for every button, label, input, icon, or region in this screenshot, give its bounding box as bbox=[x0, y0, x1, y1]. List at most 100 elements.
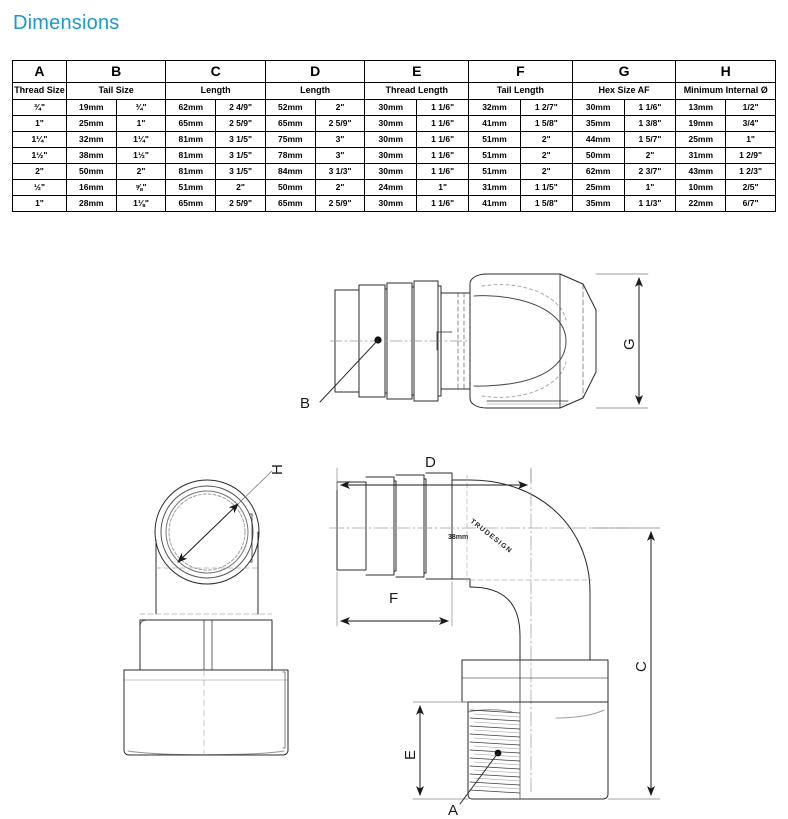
col-letter-g: G bbox=[571, 60, 677, 83]
table-cell-f_in: 1 1/5" bbox=[519, 179, 573, 196]
table-cell-c_mm: 51mm bbox=[165, 179, 217, 196]
col-subhead-c: Length bbox=[165, 82, 266, 100]
table-cell-a: 1" bbox=[12, 115, 67, 132]
dimension-label-f: F bbox=[389, 590, 399, 607]
table-cell-e_in: 1" bbox=[416, 179, 470, 196]
table-cell-b_mm: 16mm bbox=[65, 179, 117, 196]
table-cell-a: 1½" bbox=[12, 147, 67, 164]
table-cell-b_mm: 32mm bbox=[65, 131, 117, 148]
table-cell-h_mm: 19mm bbox=[675, 115, 727, 132]
table-cell-f_mm: 31mm bbox=[468, 179, 521, 196]
table-cell-c_in: 3 1/5" bbox=[215, 163, 266, 180]
callout-label-a: A bbox=[448, 802, 459, 819]
table-cell-e_in: 1 1/6" bbox=[416, 131, 470, 148]
callout-label-b: B bbox=[300, 395, 311, 412]
col-subhead-a: Thread Size bbox=[12, 82, 67, 100]
table-cell-f_mm: 41mm bbox=[468, 115, 521, 132]
table-cell-a: ¾" bbox=[12, 99, 67, 116]
table-cell-g_in: 2" bbox=[623, 147, 677, 164]
table-cell-e_mm: 30mm bbox=[364, 147, 418, 164]
table-cell-c_in: 3 1/5" bbox=[215, 131, 266, 148]
table-cell-g_in: 1 5/7" bbox=[623, 131, 677, 148]
table-cell-b_mm: 38mm bbox=[65, 147, 117, 164]
col-letter-a: A bbox=[12, 60, 67, 83]
technical-drawings: B G H D F C E A 38mm TRUDESIGN bbox=[0, 232, 788, 819]
table-cell-a: 2" bbox=[12, 163, 67, 180]
table-cell-b_mm: 50mm bbox=[65, 163, 117, 180]
table-cell-d_mm: 84mm bbox=[264, 163, 316, 180]
table-cell-e_mm: 24mm bbox=[364, 179, 418, 196]
table-cell-f_mm: 51mm bbox=[468, 131, 521, 148]
table-cell-e_in: 1 1/6" bbox=[416, 163, 470, 180]
col-subhead-e: Thread Length bbox=[364, 82, 470, 100]
dimension-label-g: G bbox=[621, 338, 638, 350]
table-cell-c_in: 2 4/9" bbox=[215, 99, 266, 116]
table-cell-b_in: 1½" bbox=[115, 147, 167, 164]
table-cell-d_mm: 50mm bbox=[264, 179, 316, 196]
table-cell-g_in: 1 1/3" bbox=[623, 195, 677, 212]
table-cell-b_in: 2" bbox=[115, 163, 167, 180]
table-cell-c_in: 2" bbox=[215, 179, 266, 196]
table-cell-e_in: 1 1/6" bbox=[416, 147, 470, 164]
table-cell-a: 1¼" bbox=[12, 131, 67, 148]
table-cell-g_in: 1 3/8" bbox=[623, 115, 677, 132]
table-cell-h_mm: 22mm bbox=[675, 195, 727, 212]
table-cell-d_in: 3" bbox=[314, 131, 366, 148]
table-cell-b_in: 1¼" bbox=[115, 131, 167, 148]
table-cell-h_in: 6/7" bbox=[725, 195, 776, 212]
table-cell-a: ½" bbox=[12, 179, 67, 196]
side-view-group bbox=[329, 467, 661, 805]
table-cell-b_mm: 28mm bbox=[65, 195, 117, 212]
table-cell-e_mm: 30mm bbox=[364, 115, 418, 132]
col-letter-f: F bbox=[468, 60, 573, 83]
table-cell-c_in: 3 1/5" bbox=[215, 147, 266, 164]
size-marking-text: 38mm bbox=[448, 534, 469, 541]
table-cell-b_in: ¾" bbox=[115, 99, 167, 116]
col-subhead-f: Tail Length bbox=[468, 82, 573, 100]
col-subhead-b: Tail Size bbox=[65, 82, 167, 100]
table-cell-f_mm: 51mm bbox=[468, 147, 521, 164]
table-letter-header-row: A B C D E F G H bbox=[12, 60, 776, 83]
table-cell-g_mm: 35mm bbox=[571, 195, 625, 212]
table-cell-e_mm: 30mm bbox=[364, 99, 418, 116]
table-cell-d_in: 2" bbox=[314, 179, 366, 196]
drawing-svg bbox=[123, 273, 661, 805]
table-cell-d_in: 2 5/9" bbox=[314, 195, 366, 212]
table-cell-e_mm: 30mm bbox=[364, 131, 418, 148]
table-cell-f_in: 2" bbox=[519, 147, 573, 164]
table-cell-d_in: 2" bbox=[314, 99, 366, 116]
callout-label-h: H bbox=[269, 464, 286, 475]
table-cell-d_in: 3 1/3" bbox=[314, 163, 366, 180]
table-cell-c_mm: 81mm bbox=[165, 131, 217, 148]
table-subheader-row: Thread Size Tail Size Length Length Thre… bbox=[12, 82, 776, 100]
table-cell-h_in: 1/2" bbox=[725, 99, 776, 116]
table-cell-f_mm: 41mm bbox=[468, 195, 521, 212]
col-letter-c: C bbox=[165, 60, 266, 83]
table-cell-d_in: 2 5/9" bbox=[314, 115, 366, 132]
table-cell-g_mm: 44mm bbox=[571, 131, 625, 148]
table-cell-g_in: 2 3/7" bbox=[623, 163, 677, 180]
table-cell-h_mm: 31mm bbox=[675, 147, 727, 164]
table-cell-h_mm: 13mm bbox=[675, 99, 727, 116]
dimensions-table: A B C D E F G H Thread Size Tail Size Le… bbox=[12, 60, 776, 212]
table-cell-f_in: 1 5/8" bbox=[519, 195, 573, 212]
table-cell-f_mm: 51mm bbox=[468, 163, 521, 180]
table-cell-h_in: 1 2/3" bbox=[725, 163, 776, 180]
table-cell-a: 1" bbox=[12, 195, 67, 212]
table-cell-g_in: 1 1/6" bbox=[623, 99, 677, 116]
col-letter-b: B bbox=[65, 60, 167, 83]
table-cell-h_in: 3/4" bbox=[725, 115, 776, 132]
dimension-label-d: D bbox=[425, 454, 436, 471]
table-cell-e_in: 1 1/6" bbox=[416, 115, 470, 132]
table-cell-c_mm: 65mm bbox=[165, 195, 217, 212]
table-cell-d_mm: 78mm bbox=[264, 147, 316, 164]
table-cell-c_mm: 81mm bbox=[165, 147, 217, 164]
